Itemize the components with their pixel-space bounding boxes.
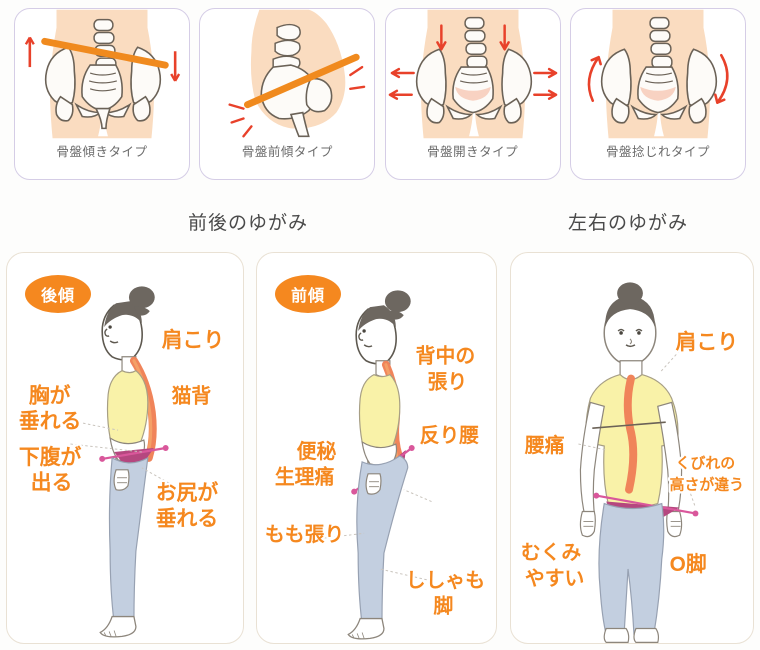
posture-illustration-zenkei: 背中の 張り 反り腰 便秘 生理痛 もも張り ししゃも 脚 [263, 290, 487, 640]
label-hunchback: 猫背 [172, 384, 212, 407]
label-thigh-tension: もも張り [265, 524, 344, 546]
heading-left-right: 左右のゆがみ [568, 213, 689, 234]
pelvis-caption-open: 骨盤開きタイプ [427, 145, 519, 159]
section-headings: 前後のゆがみ 左右のゆがみ [0, 200, 760, 244]
label-constipation-line2: 生理痛 [275, 466, 335, 489]
badge-koukei: 後傾 [25, 275, 91, 313]
pelvis-caption-anterior: 骨盤前傾タイプ [241, 145, 333, 159]
pelvis-twist-icon [587, 9, 729, 139]
label-waist-height-line1: くびれの [676, 455, 735, 472]
label-swelling-line1: むくみ [521, 542, 581, 564]
label-sagging-hips-line2: 垂れる [156, 507, 218, 530]
body-posture-row: 肩こり 猫背 胸が 垂れる 下腹が 出る お尻が 垂れる 後傾 [0, 252, 760, 644]
label-shoulder-stiffness: 肩こり [676, 330, 738, 354]
label-back-tension-line1: 背中の [416, 345, 475, 368]
pelvis-caption-twist: 骨盤捻じれタイプ [605, 145, 710, 159]
label-bowlegs: O脚 [670, 553, 707, 576]
posture-illustration-sayuu: 肩こり 腰痛 くびれの 高さが違う むくみ やすい O脚 [519, 282, 746, 643]
pelvis-caption-tilt: 骨盤傾きタイプ [56, 145, 148, 159]
label-waist-height-line2: 高さが違う [670, 476, 744, 494]
body-card-zenkei[interactable]: 背中の 張り 反り腰 便秘 生理痛 もも張り ししゃも 脚 前傾 [256, 252, 497, 644]
badge-zenkei: 前傾 [275, 275, 341, 313]
label-sagging-hips-line1: お尻が [156, 481, 219, 505]
label-swayback: 反り腰 [420, 425, 480, 447]
label-constipation-line1: 便秘 [297, 440, 337, 463]
label-shishamo-legs-line2: 脚 [434, 596, 454, 618]
label-back-tension-line2: 張り [428, 371, 468, 393]
label-low-back-pain: 腰痛 [524, 434, 565, 457]
label-shoulder-stiffness: 肩こり [162, 328, 224, 352]
pelvis-tilt-icon [24, 9, 181, 139]
label-shishamo-legs-line1: ししゃも [406, 570, 485, 592]
heading-anterior-posterior: 前後のゆがみ [188, 213, 309, 234]
label-sagging-chest-line1: 胸が [29, 383, 71, 407]
pelvis-open-icon [388, 9, 557, 139]
body-card-sayuu[interactable]: 肩こり 腰痛 くびれの 高さが違う むくみ やすい O脚 [510, 252, 754, 644]
pelvis-card-open[interactable]: 骨盤開きタイプ [384, 8, 561, 180]
body-card-koukei[interactable]: 肩こり 猫背 胸が 垂れる 下腹が 出る お尻が 垂れる 後傾 [6, 252, 244, 644]
label-lower-belly-line1: 下腹が [19, 445, 82, 469]
pelvis-card-tilt[interactable]: 骨盤傾きタイプ [14, 8, 190, 180]
pelvis-card-anterior[interactable]: 骨盤前傾タイプ [199, 8, 376, 180]
pelvis-anterior-tilt-icon [228, 9, 366, 138]
pelvis-type-row: 骨盤傾きタイプ [0, 8, 760, 188]
posture-illustration-koukei: 肩こり 猫背 胸が 垂れる 下腹が 出る お尻が 垂れる [17, 286, 226, 638]
label-sagging-chest-line2: 垂れる [19, 410, 81, 433]
label-swelling-line2: やすい [525, 568, 584, 590]
pelvis-card-twist[interactable]: 骨盤捻じれタイプ [569, 8, 746, 180]
label-lower-belly-line2: 出る [31, 471, 73, 495]
